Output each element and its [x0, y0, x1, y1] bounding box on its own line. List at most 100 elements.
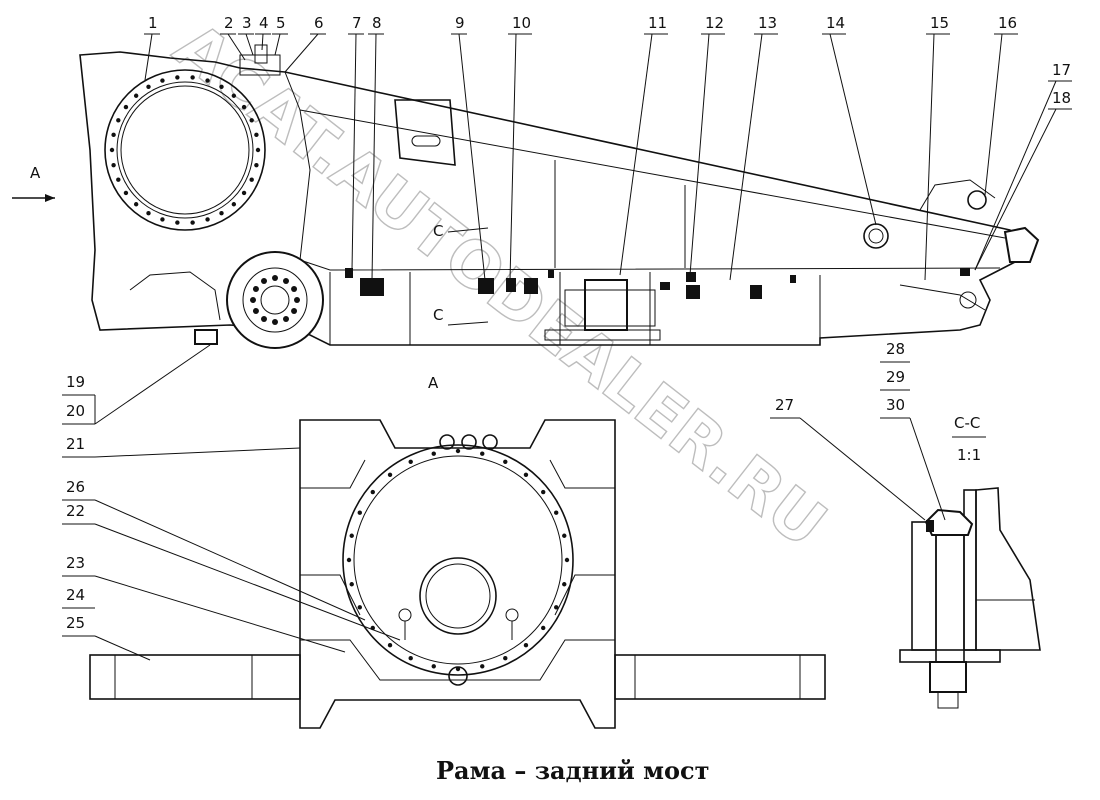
frame-side-view	[79, 44, 1040, 349]
callout-22: 22	[66, 502, 85, 520]
flange-hole	[254, 162, 259, 168]
ring-hole	[541, 625, 546, 631]
callout-13: 13	[758, 14, 777, 32]
flange-hole	[109, 147, 115, 153]
flange-hole	[116, 177, 121, 182]
callout-leader	[351, 33, 357, 271]
ring-hole	[431, 664, 436, 669]
callout-leader	[924, 33, 935, 281]
ring-hole	[562, 582, 567, 587]
flange-hole	[123, 104, 129, 110]
callout-leader	[689, 33, 710, 276]
section-c-mark-upper: C	[433, 222, 443, 240]
ring-hole	[564, 557, 570, 563]
callout-18: 18	[1052, 89, 1071, 107]
callout-8: 8	[372, 14, 382, 32]
callout-11: 11	[648, 14, 667, 32]
hub-hole	[261, 277, 267, 284]
flange-hole	[190, 75, 195, 80]
callout-14: 14	[826, 14, 845, 32]
callout-15: 15	[930, 14, 949, 32]
hub-hole	[252, 286, 259, 292]
ring-hole	[387, 643, 393, 648]
flange-hole	[123, 190, 129, 196]
section-title: C-C	[954, 414, 980, 432]
ring-hole	[455, 448, 461, 454]
flange-hole	[133, 202, 139, 207]
callout-21: 21	[66, 435, 85, 453]
ring-hole	[455, 666, 461, 672]
callout-30: 30	[886, 396, 905, 414]
callout-2: 2	[224, 14, 234, 32]
callout-16: 16	[998, 14, 1017, 32]
ring-hole	[357, 510, 362, 515]
flange-hole	[255, 147, 261, 153]
flange-hole	[116, 118, 121, 123]
section-scale: 1:1	[957, 446, 981, 464]
hub-hole	[283, 277, 289, 284]
callout-leader	[974, 108, 1057, 271]
callout-leader	[371, 33, 377, 281]
flange-hole	[249, 118, 254, 123]
view-a-letter: A	[30, 164, 41, 182]
callout-leader	[458, 33, 486, 281]
section-c-c: C-C 1:1	[899, 414, 1041, 709]
callout-19: 19	[66, 373, 85, 391]
callout-leader	[729, 33, 763, 281]
hub-hole	[294, 297, 300, 303]
hub-hole	[261, 316, 267, 323]
flange-hole	[146, 84, 151, 89]
flange-hole	[190, 220, 195, 225]
hub-hole	[250, 297, 256, 303]
callout-leader	[984, 33, 1003, 196]
flange-hole	[241, 104, 247, 110]
callout-10: 10	[512, 14, 531, 32]
front-view-a: A	[89, 374, 826, 729]
callout-20: 20	[66, 402, 85, 420]
flange-hole	[231, 202, 237, 207]
flange-hole	[111, 132, 116, 138]
callout-leader	[144, 33, 153, 81]
flange-hole	[231, 93, 237, 98]
callouts-right: 28 29 30 27	[770, 340, 946, 521]
callout-leader	[227, 33, 246, 61]
hub-hole	[283, 316, 289, 323]
flange-bolt-holes	[109, 75, 570, 672]
flange-hole	[133, 93, 139, 98]
flange-hole	[111, 162, 116, 168]
flange-hole	[205, 78, 210, 83]
ring-hole	[523, 643, 529, 648]
ring-hole	[370, 489, 375, 495]
view-a-title: A	[428, 374, 439, 392]
flange-hole	[205, 217, 210, 222]
section-c-mark-lower: C	[433, 306, 443, 324]
flange-hole	[175, 220, 180, 225]
callout-6: 6	[314, 14, 324, 32]
ring-hole	[554, 510, 559, 515]
ring-hole	[523, 472, 529, 477]
view-a-marker: A	[12, 164, 55, 202]
callout-leader	[509, 33, 517, 281]
ring-hole	[554, 605, 559, 610]
flange-hole	[219, 84, 224, 89]
flange-hole	[254, 132, 259, 138]
callout-9: 9	[455, 14, 465, 32]
flange-hole	[160, 217, 165, 222]
ring-hole	[480, 664, 485, 669]
ring-hole	[431, 451, 436, 456]
callout-1: 1	[148, 14, 158, 32]
callout-4: 4	[259, 14, 269, 32]
callout-12: 12	[705, 14, 724, 32]
callout-23: 23	[66, 554, 85, 572]
callout-5: 5	[276, 14, 286, 32]
hub-hole	[291, 308, 298, 314]
ring-hole	[349, 533, 354, 538]
callout-3: 3	[242, 14, 252, 32]
callout-28: 28	[886, 340, 905, 358]
ring-hole	[562, 533, 567, 538]
ring-hole	[541, 489, 546, 495]
ring-hole	[346, 557, 352, 563]
flange-hole	[175, 75, 180, 80]
